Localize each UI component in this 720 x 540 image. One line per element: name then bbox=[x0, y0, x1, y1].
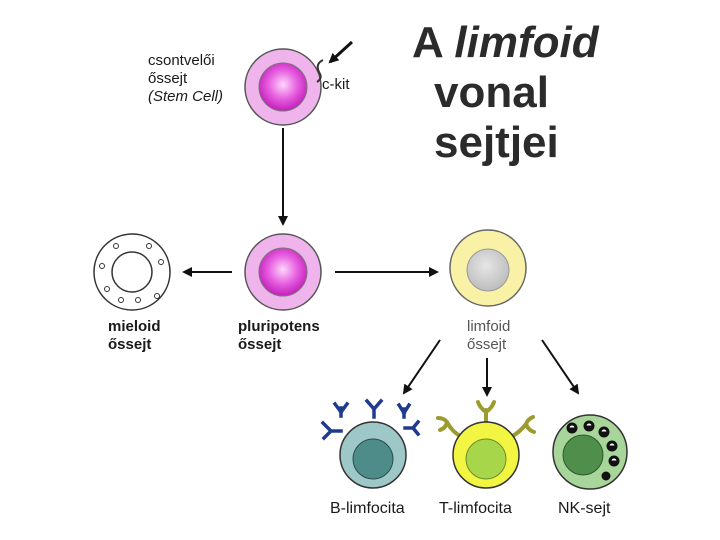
title-italic: limfoid bbox=[454, 18, 599, 67]
ckit-arrow bbox=[328, 40, 354, 64]
t-cell-label: T-limfocita bbox=[439, 500, 512, 517]
myeloid-label-line-1: mieloid bbox=[108, 318, 161, 335]
lymphoid-label: limfoid őssejt bbox=[467, 318, 510, 354]
myeloid-label-line-2: őssejt bbox=[108, 336, 152, 353]
t-cell-receptors bbox=[436, 400, 536, 439]
ckit-label: c-kit bbox=[322, 76, 350, 93]
t-cell bbox=[436, 400, 536, 489]
title-line-2: vonal bbox=[434, 68, 549, 117]
stem-cell-label-line-2: őssejt bbox=[148, 70, 188, 87]
stem-cell-label-line-1: csontvelői bbox=[148, 52, 215, 69]
stem-cell-label: csontvelői őssejt (Stem Cell) bbox=[148, 52, 223, 106]
title-prefix: A bbox=[412, 18, 443, 67]
lymphoid-label-line-2: őssejt bbox=[467, 336, 507, 353]
myeloid-label: mieloid őssejt bbox=[108, 318, 161, 354]
ckit-receptor bbox=[316, 59, 324, 83]
nk-cell-granules bbox=[566, 420, 620, 481]
pluripotent-label-line-2: őssejt bbox=[238, 336, 282, 353]
stem-cell-label-line-3: (Stem Cell) bbox=[148, 88, 224, 105]
b-cell-receptors bbox=[320, 398, 421, 441]
pluripotent-label: pluripotens őssejt bbox=[238, 318, 320, 354]
diagram-title: A limfoid vonal sejtjei bbox=[412, 18, 599, 168]
lymphoid-label-line-1: limfoid bbox=[467, 318, 511, 335]
title-line-3: sejtjei bbox=[434, 118, 559, 167]
stem-cell bbox=[244, 48, 322, 126]
arrow-to-b-cell bbox=[402, 339, 441, 395]
pluripotent-stem-cell bbox=[244, 233, 322, 311]
nk-cell bbox=[552, 414, 628, 490]
b-cell bbox=[320, 398, 421, 489]
myeloid-stem-cell bbox=[93, 233, 171, 311]
nk-cell-label: NK-sejt bbox=[558, 500, 611, 517]
lymphoid-stem-cell bbox=[449, 229, 527, 307]
arrow-to-nk-cell bbox=[541, 339, 580, 395]
b-cell-label: B-limfocita bbox=[330, 500, 405, 517]
pluripotent-label-line-1: pluripotens bbox=[238, 318, 320, 335]
